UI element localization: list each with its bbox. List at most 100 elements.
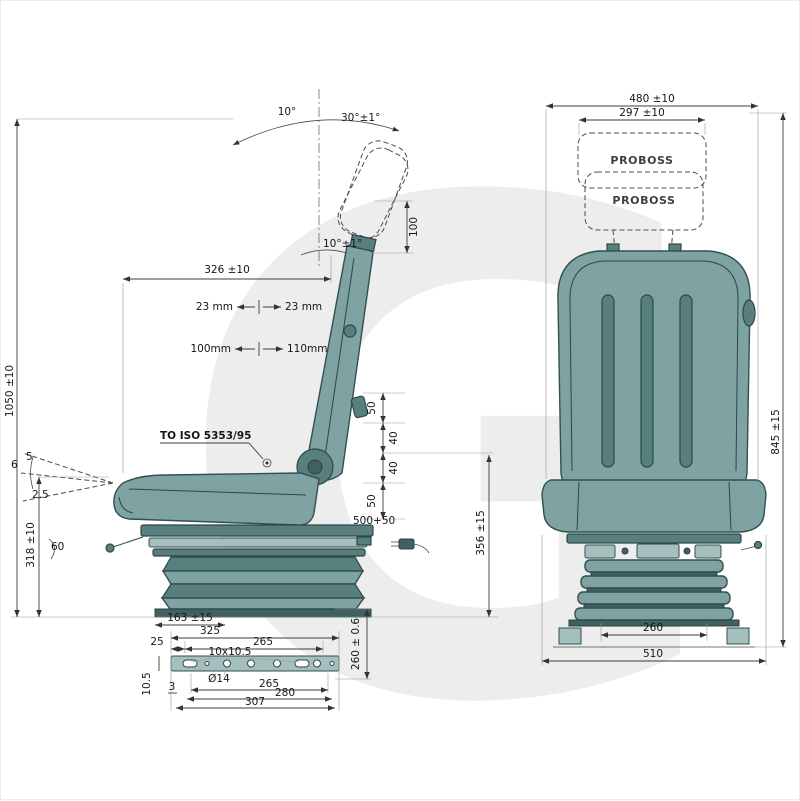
lumbar-knob xyxy=(343,324,357,338)
front-dimensions xyxy=(541,103,787,665)
backrest-rib xyxy=(679,294,693,468)
cushion-seam xyxy=(728,481,732,531)
headrest-position-2 xyxy=(337,147,409,240)
suspension-box xyxy=(694,544,722,559)
headrest-outline-upper xyxy=(577,132,707,189)
bellows-band xyxy=(580,575,728,589)
suspension-rail xyxy=(152,548,366,557)
angle-6-label: 6 xyxy=(11,459,18,471)
bellows-fold xyxy=(160,583,366,599)
adj-23-left-label: 23 mm xyxy=(196,301,233,313)
connector-plug xyxy=(398,538,415,550)
backrest-dim-label: 326 ±10 xyxy=(204,264,250,276)
spacing-50-top-label: 50 xyxy=(366,401,378,414)
width-headrest-label: 297 ±10 xyxy=(619,107,665,119)
spacing-50-bottom-label: 50 xyxy=(366,494,378,507)
leader-line xyxy=(190,657,214,663)
rail-hole xyxy=(204,661,210,666)
tilt-arc xyxy=(232,119,400,146)
suspension-frame xyxy=(566,533,742,544)
bellows-band xyxy=(577,591,731,605)
cushion-seam xyxy=(576,481,580,531)
angle-backrest-label: 10°±1° xyxy=(323,238,362,250)
rear-height-label: 318 ±10 xyxy=(25,522,37,568)
bellows-fold xyxy=(161,556,365,572)
leader-line xyxy=(223,667,228,676)
adj-23-right-label: 23 mm xyxy=(285,301,322,313)
angle-5-label: 5 xyxy=(26,451,33,463)
backrest-lever xyxy=(350,395,369,419)
side-cushion xyxy=(113,472,320,526)
spacing-40-lower-label: 40 xyxy=(388,461,400,474)
cushion-front-seam xyxy=(118,496,134,514)
suspension-frame-mid xyxy=(148,537,368,548)
suspension-box xyxy=(584,544,616,559)
headrest-outline xyxy=(337,147,409,240)
rail-163-label: 163 ±15 xyxy=(167,612,213,624)
angle-2-5-label: 2.5 xyxy=(32,489,49,501)
front-view: 480 ±10 297 ±10 PROBOSS PROBOSS 845 ±15 … xyxy=(541,93,787,665)
brand-label-lower: PROBOSS xyxy=(612,194,675,207)
bellows-band xyxy=(584,559,724,573)
rail-325-label: 325 xyxy=(200,625,220,637)
headrest-outline-lower xyxy=(584,171,704,231)
iso-note-label: TO ISO 5353/95 xyxy=(160,430,251,442)
height-total-label: 845 ±15 xyxy=(770,409,782,455)
tilt-arc-small xyxy=(30,456,34,490)
total-height-label: 1050 ±10 xyxy=(4,365,16,417)
rail-3-label: 3 xyxy=(169,681,176,693)
backrest-inner-seam xyxy=(569,260,739,472)
sip-center xyxy=(265,461,269,465)
suspension-frame-top xyxy=(140,524,374,537)
adjust-lever xyxy=(112,536,144,548)
tilt-line xyxy=(20,472,114,484)
rail-280-label: 280 xyxy=(275,687,295,699)
leader-line xyxy=(246,657,300,663)
side-seat-drawing xyxy=(105,233,430,672)
headrest-travel-label: 100 xyxy=(408,217,420,237)
base-outer-label: 510 xyxy=(643,648,663,660)
rail-265-upper-label: 265 xyxy=(253,636,273,648)
rail-hole xyxy=(247,659,255,668)
front-seat-drawing xyxy=(541,243,767,648)
base-foot-right xyxy=(726,627,750,645)
suspension-box xyxy=(636,543,680,559)
seat-height-label: 356 ±15 xyxy=(475,510,487,556)
rail-thickness-label: 10.5 xyxy=(141,672,153,695)
bellows-band xyxy=(574,607,734,621)
rail-slots-label: 10x10.5 xyxy=(209,646,252,658)
front-backrest xyxy=(557,250,751,491)
side-dimensions xyxy=(11,118,499,711)
angle-headrest-label: 30°±1° xyxy=(341,112,380,124)
side-lever-knob xyxy=(753,540,763,550)
connector-cable xyxy=(413,543,430,554)
angle-top-label: 10° xyxy=(278,106,297,118)
cable-length-label: 500+50 xyxy=(353,515,395,527)
front-cushion xyxy=(541,479,767,533)
rail-hole xyxy=(313,659,321,668)
side-view: 10° 30°±1° 10°±1° 100 326 ±10 23 mm 23 m… xyxy=(4,89,499,711)
recliner-pivot xyxy=(307,459,323,475)
suspension-bolt xyxy=(621,547,629,555)
bellows-fold xyxy=(161,570,365,585)
adj-110-label: 110mm xyxy=(287,343,328,355)
suspension-bolt xyxy=(683,547,691,555)
backrest-seam xyxy=(323,257,355,464)
adj-100-label: 100mm xyxy=(191,343,232,355)
base-foot-left xyxy=(558,627,582,645)
rail-depth-label: 260 ± 0.6 xyxy=(350,618,362,671)
brand-label-upper: PROBOSS xyxy=(610,154,673,167)
sip-point xyxy=(262,458,272,468)
rail-307-label: 307 xyxy=(245,696,265,708)
backrest-angle-arc xyxy=(300,249,348,256)
tilt-arc-60 xyxy=(48,538,55,560)
bellows-base xyxy=(568,619,740,627)
tilt-line xyxy=(22,452,114,484)
rail-hole xyxy=(273,659,281,668)
base-inner-label: 260 xyxy=(643,622,663,634)
rail-slot xyxy=(294,659,310,668)
rail-hole xyxy=(329,661,335,666)
width-outer-label: 480 ±10 xyxy=(629,93,675,105)
